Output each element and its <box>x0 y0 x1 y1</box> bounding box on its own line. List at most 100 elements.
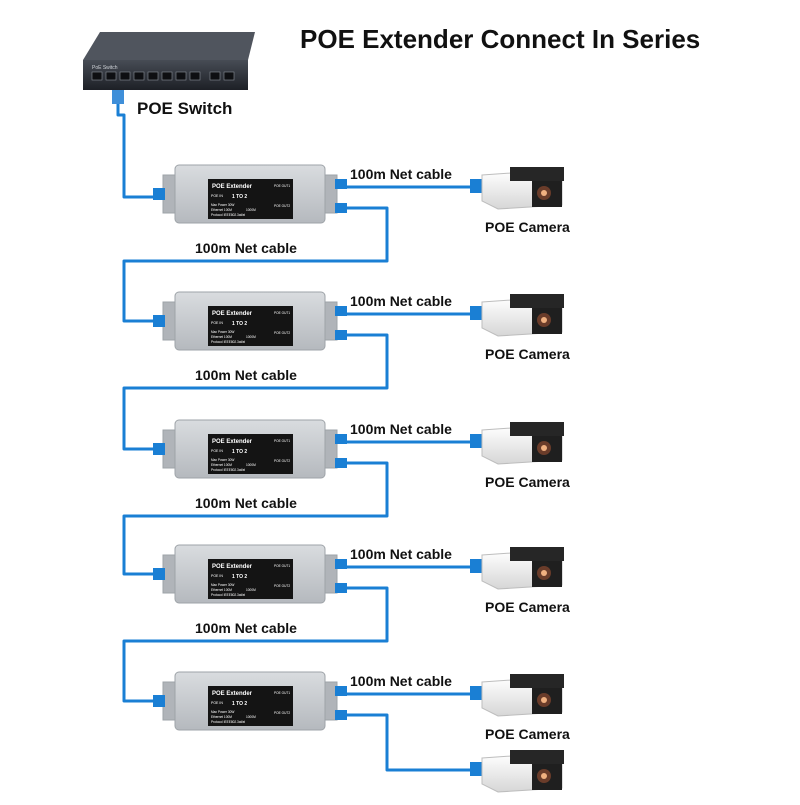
camera-label: POE Camera <box>485 599 570 615</box>
camera-label: POE Camera <box>485 474 570 490</box>
camera-lens-glint <box>541 773 547 779</box>
camera-lens-glint <box>541 570 547 576</box>
camera-cable <box>343 562 470 569</box>
camera-cable <box>343 437 470 444</box>
extender-in-plug <box>153 443 165 455</box>
extender-protocol: Protocol IEEE802.3af/at <box>211 340 245 344</box>
extender-port-in: POE IN <box>211 701 223 705</box>
extender-label-panel <box>208 434 293 474</box>
switch-port <box>133 71 145 81</box>
extender-out1: POE OUT1 <box>274 564 290 568</box>
extender-in-plug <box>153 188 165 200</box>
camera-hood <box>510 547 564 561</box>
extender-out1: POE OUT1 <box>274 439 290 443</box>
extender-name: POE Extender <box>212 564 253 570</box>
extender-ethernet-alt: 1000M <box>246 463 256 467</box>
extender-in-plug <box>153 315 165 327</box>
poe-camera <box>470 294 564 337</box>
switch-port <box>91 71 103 81</box>
extender-ratio: 1 TO 2 <box>232 701 247 707</box>
camera-cable-label: 100m Net cable <box>350 166 452 182</box>
chain-cable <box>122 333 389 451</box>
camera-lens-glint <box>541 445 547 451</box>
extender-power: Max Power 30W <box>211 583 234 587</box>
extender-name: POE Extender <box>212 439 253 445</box>
camera-cable-label: 100m Net cable <box>350 673 452 689</box>
switch-panel-text: PoE Switch <box>92 65 118 71</box>
extender-out1: POE OUT1 <box>274 311 290 315</box>
chain-cable-label: 100m Net cable <box>195 367 297 383</box>
extender-out2-plug <box>335 583 347 593</box>
extender-out2-plug <box>335 203 347 213</box>
camera-lens-glint <box>541 190 547 196</box>
extender-in-plug <box>153 568 165 580</box>
poe-camera <box>470 547 564 590</box>
camera-hood <box>510 294 564 308</box>
camera-cable <box>343 182 470 189</box>
extender-power: Max Power 30W <box>211 203 234 207</box>
extender-ethernet: Ethernet 100M <box>211 208 232 212</box>
poe-switch: PoE Switch <box>83 32 255 104</box>
switch-port <box>189 71 201 81</box>
extender-protocol: Protocol IEEE802.3af/at <box>211 593 245 597</box>
camera-label: POE Camera <box>485 346 570 362</box>
camera-label: POE Camera <box>485 219 570 235</box>
extender-out2: POE OUT2 <box>274 204 290 208</box>
camera-plug <box>470 306 482 320</box>
camera-lens-glint <box>541 317 547 323</box>
camera-cable-label: 100m Net cable <box>350 546 452 562</box>
extender-ratio: 1 TO 2 <box>232 574 247 580</box>
switch-uplink-port <box>209 71 221 81</box>
camera-lens-glint <box>541 697 547 703</box>
poe-camera <box>470 674 564 717</box>
extender-right-cap <box>324 301 338 341</box>
extender-out2: POE OUT2 <box>274 459 290 463</box>
extender-port-in: POE IN <box>211 449 223 453</box>
extender-ethernet: Ethernet 100M <box>211 588 232 592</box>
page-title: POE Extender Connect In Series <box>300 24 701 54</box>
extender-protocol: Protocol IEEE802.3af/at <box>211 720 245 724</box>
camera-plug <box>470 559 482 573</box>
chain-cable <box>122 206 389 323</box>
extender-right-cap <box>324 429 338 469</box>
extender-out2: POE OUT2 <box>274 331 290 335</box>
extender-name: POE Extender <box>212 311 253 317</box>
camera-label: POE Camera <box>485 726 570 742</box>
camera-hood <box>510 750 564 764</box>
extender-protocol: Protocol IEEE802.3af/at <box>211 468 245 472</box>
poe-camera <box>470 750 564 793</box>
extender-right-cap <box>324 681 338 721</box>
extender-port-in: POE IN <box>211 321 223 325</box>
chain-cable-label: 100m Net cable <box>195 240 297 256</box>
chain-cable <box>122 586 389 703</box>
camera-cable-label: 100m Net cable <box>350 293 452 309</box>
extender-port-in: POE IN <box>211 574 223 578</box>
camera-plug <box>470 686 482 700</box>
extender-out2-plug <box>335 330 347 340</box>
chain-cable <box>122 461 389 576</box>
camera-cable <box>343 689 470 696</box>
switch-uplink-plug <box>112 90 124 104</box>
extender-out2-plug <box>335 458 347 468</box>
extender-right-cap <box>324 554 338 594</box>
extender-ethernet: Ethernet 100M <box>211 715 232 719</box>
extender-power: Max Power 30W <box>211 330 234 334</box>
extender-label-panel <box>208 179 293 219</box>
extender-protocol: Protocol IEEE802.3af/at <box>211 213 245 217</box>
switch-to-extender-cable <box>116 104 160 199</box>
switch-port <box>119 71 131 81</box>
switch-ports <box>91 71 235 81</box>
extender-port-in: POE IN <box>211 194 223 198</box>
extender-out2: POE OUT2 <box>274 711 290 715</box>
switch-port <box>105 71 117 81</box>
chain-cable-label: 100m Net cable <box>195 620 297 636</box>
extender-out1-plug <box>335 434 347 444</box>
chain-cable-label: 100m Net cable <box>195 495 297 511</box>
camera-plug <box>470 434 482 448</box>
extender-name: POE Extender <box>212 184 253 190</box>
extender-out1-plug <box>335 306 347 316</box>
